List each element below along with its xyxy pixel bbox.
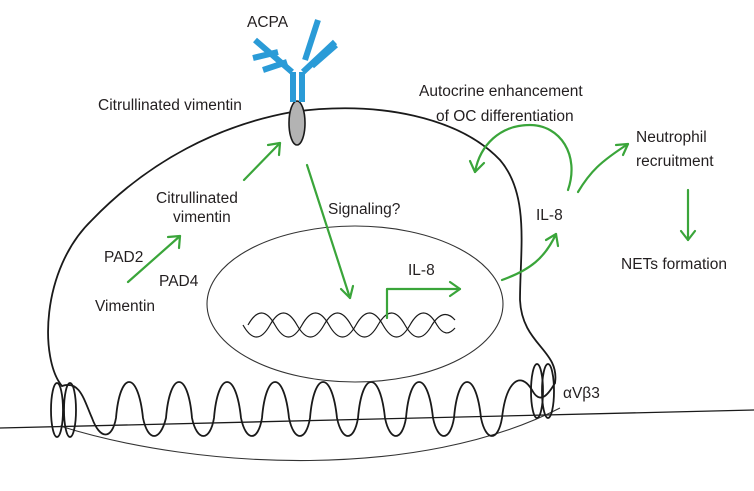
integrin-label: αVβ3	[563, 385, 600, 402]
arrow-citrullination	[126, 234, 182, 284]
arrow-autocrine	[473, 123, 573, 192]
nets-formation-label: NETs formation	[621, 256, 727, 273]
integrin-left-icon	[50, 382, 77, 438]
signaling-label: Signaling?	[328, 201, 401, 218]
vimentin-label: Vimentin	[95, 298, 155, 315]
arrow-secretion	[500, 232, 558, 282]
citrullinated-vimentin-inner-label-2: vimentin	[173, 209, 231, 226]
autocrine-label-2: of OC differentiation	[436, 108, 574, 125]
citrullinated-vimentin-inner-label-1: Citrullinated	[156, 190, 238, 207]
citrullinated-vimentin-label: Citrullinated vimentin	[98, 97, 242, 114]
il8-secreted-label: IL-8	[536, 207, 563, 224]
integrin-right-icon	[530, 363, 555, 419]
arrow-recruitment	[576, 142, 630, 194]
osteoclast-cell-outline	[47, 107, 557, 387]
neutrophil-label-1: Neutrophil	[636, 129, 707, 146]
pad4-label: PAD4	[159, 273, 199, 290]
autocrine-label-1: Autocrine enhancement	[419, 83, 583, 100]
arrow-to-membrane	[242, 141, 282, 182]
arrow-signaling	[305, 163, 352, 300]
ruffled-border-membrane	[61, 379, 556, 437]
il8-nucleus-label: IL-8	[408, 262, 435, 279]
bone-surface-line	[0, 409, 754, 429]
y-shaped-antibody-icon	[252, 19, 338, 102]
arrow-transcription	[385, 287, 462, 320]
membrane-receptor-icon	[288, 100, 306, 146]
neutrophil-label-2: recruitment	[636, 153, 714, 170]
nucleus-outline	[206, 225, 504, 383]
acpa-label: ACPA	[247, 14, 289, 31]
resorption-lacuna-outline	[59, 407, 561, 462]
pathway-arrows	[126, 123, 697, 320]
pad2-label: PAD2	[104, 249, 143, 266]
double-helix-icon	[242, 312, 456, 338]
